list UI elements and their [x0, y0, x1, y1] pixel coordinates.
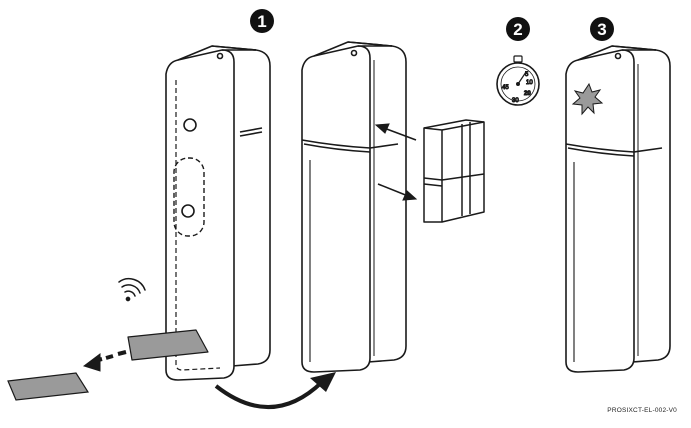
magnet-part [423, 119, 485, 223]
led-flash-icon [571, 82, 604, 116]
step-2-number: 2 [513, 20, 522, 39]
step-1-number: 1 [257, 12, 266, 31]
wireless-signal-icon [118, 278, 146, 302]
stopwatch-mark-5: 5 [525, 72, 529, 78]
stopwatch-mark-45: 45 [502, 85, 509, 91]
sensor-led-view [565, 45, 671, 373]
stopwatch-mark-10: 10 [526, 80, 533, 86]
sensor-front-view [301, 41, 407, 373]
pull-tab-removed [7, 372, 90, 401]
step-2-badge: 2 [506, 17, 530, 41]
pull-arrow-icon [82, 350, 127, 372]
reference-code: PROSIXCT-EL-002-V0 [607, 407, 677, 414]
stopwatch-mark-30: 30 [512, 98, 519, 104]
stopwatch-mark-20: 20 [524, 91, 531, 97]
step-1-badge: 1 [250, 9, 274, 33]
stopwatch-icon: 5 10 20 30 45 [496, 55, 540, 106]
sensor-back-view [127, 45, 271, 381]
curved-arrow-icon [214, 372, 336, 409]
step-3-number: 3 [597, 20, 606, 39]
step-3-badge: 3 [590, 17, 614, 41]
alignment-arrows [374, 123, 418, 201]
